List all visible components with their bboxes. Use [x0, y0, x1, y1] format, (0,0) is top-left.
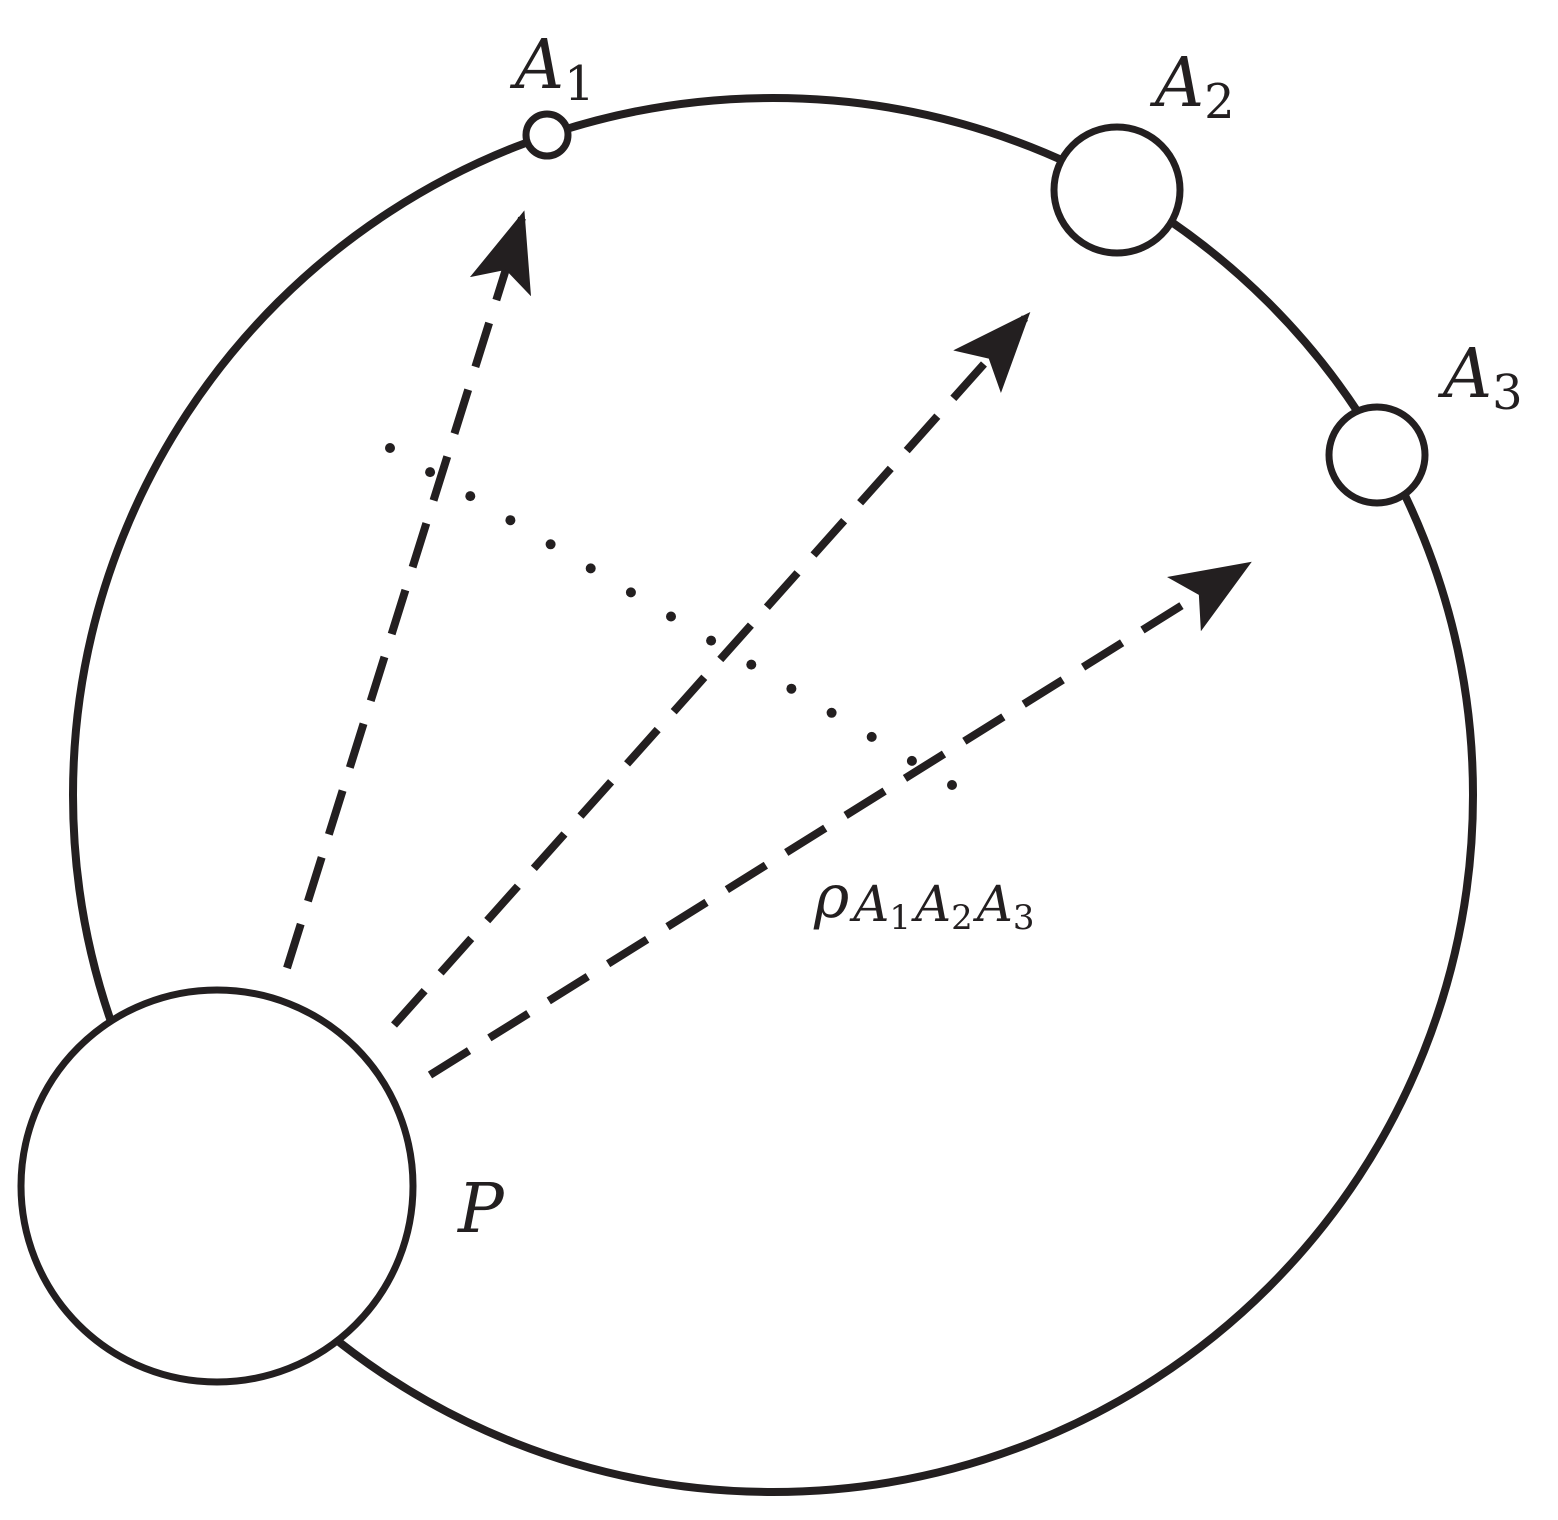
dot [425, 467, 436, 478]
dot [906, 755, 917, 766]
node-a1 [522, 110, 572, 160]
label-a2: A2 [1149, 44, 1235, 130]
arrow-p-to-a2 [391, 312, 1031, 1028]
label-p: P [456, 1170, 505, 1249]
dot [706, 635, 717, 646]
label-rho: ρA1A2A3 [813, 862, 1035, 938]
label-a3: A3 [1437, 335, 1523, 421]
arrow-p-to-a3 [427, 561, 1252, 1079]
dot [947, 780, 957, 790]
dotted-line [385, 443, 957, 790]
dot [746, 659, 757, 670]
dot [866, 731, 877, 742]
dot [786, 683, 797, 694]
node-p [17, 986, 417, 1386]
dot [625, 587, 636, 598]
dot [505, 515, 516, 526]
dot [385, 443, 395, 453]
dot [585, 563, 596, 574]
outer-circle [69, 94, 1477, 1496]
label-a1: A1 [509, 26, 595, 112]
node-a2 [1050, 123, 1184, 257]
dot [465, 491, 476, 502]
dot [826, 707, 837, 718]
dot [666, 611, 676, 622]
dot [545, 539, 556, 550]
arrow-p-to-a1 [283, 210, 532, 970]
node-a3 [1325, 403, 1429, 507]
